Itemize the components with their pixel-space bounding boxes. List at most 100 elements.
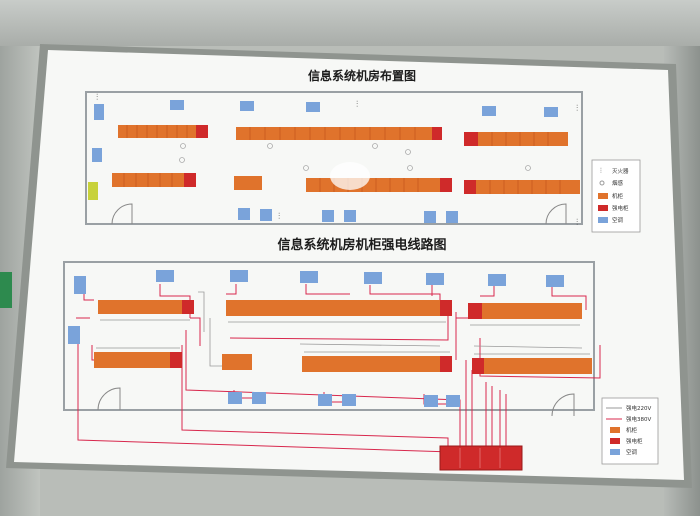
ac-unit bbox=[240, 101, 254, 111]
ac-unit bbox=[260, 209, 272, 221]
legend-swatch-cabinet bbox=[598, 193, 608, 199]
main-power-cabinet bbox=[439, 445, 523, 471]
power-cabinet bbox=[440, 356, 452, 372]
legend-swatch-power-cabinet bbox=[598, 205, 608, 211]
ac-unit bbox=[446, 211, 458, 223]
room-outline-bottom bbox=[63, 261, 595, 411]
ac-unit bbox=[68, 326, 80, 344]
power-cabinet bbox=[440, 178, 452, 192]
ac-unit bbox=[306, 102, 320, 112]
legend-label: 灭火器 bbox=[612, 168, 629, 175]
cabinet-row bbox=[112, 173, 196, 187]
ac-unit bbox=[544, 107, 558, 117]
legend-label: 强电柜 bbox=[626, 437, 643, 445]
power-cabinet bbox=[464, 132, 478, 146]
door-left bbox=[97, 387, 121, 411]
cabinet-slots bbox=[123, 125, 561, 194]
power-cabinet bbox=[184, 173, 196, 187]
door-left bbox=[111, 203, 133, 225]
cabinet-row bbox=[464, 180, 580, 194]
ceiling bbox=[0, 0, 700, 46]
power-cabinet bbox=[432, 127, 442, 140]
extinguisher-icon: ⫶ bbox=[576, 103, 578, 114]
legend-swatch-cabinet bbox=[610, 427, 620, 433]
door-right bbox=[551, 393, 575, 417]
board-face bbox=[14, 50, 684, 480]
ac-unit bbox=[482, 106, 496, 116]
legend-swatch-ac bbox=[598, 217, 608, 223]
ac-unit bbox=[238, 208, 250, 220]
cabinet-row bbox=[306, 178, 452, 192]
ac-unit bbox=[228, 392, 242, 404]
legend-label: 空调 bbox=[626, 448, 638, 456]
power-panel bbox=[88, 182, 98, 200]
cabinet-row bbox=[302, 356, 452, 372]
power-cabinet bbox=[182, 300, 194, 314]
cabinet-row bbox=[234, 176, 262, 190]
exit-sign-strip bbox=[0, 272, 12, 308]
ac-unit bbox=[424, 395, 438, 407]
power-cabinet bbox=[468, 303, 482, 319]
cabinet-row bbox=[236, 127, 442, 140]
breaker-ticks bbox=[96, 319, 590, 355]
title-bottom: 信息系统机房机柜强电线路图 bbox=[277, 237, 446, 253]
cabinet-row bbox=[464, 132, 568, 146]
ac-unit bbox=[94, 104, 104, 120]
cabinet-row bbox=[222, 354, 252, 370]
extinguisher-icon: ⫶ bbox=[356, 99, 358, 110]
cabinet-row bbox=[98, 300, 194, 314]
wiring-380v bbox=[198, 291, 583, 367]
ac-unit bbox=[488, 274, 506, 286]
cabinet-row bbox=[118, 125, 208, 138]
ac-unit bbox=[344, 210, 356, 222]
ac-unit bbox=[252, 392, 266, 404]
ac-unit bbox=[424, 211, 436, 223]
power-cabinet bbox=[440, 300, 452, 316]
legend-label: 强电380V bbox=[626, 415, 651, 423]
legend-label: 机柜 bbox=[626, 426, 638, 434]
ac-unit bbox=[446, 395, 460, 407]
legend-label: 烟感 bbox=[612, 179, 624, 187]
legend-label: 强电柜 bbox=[612, 204, 629, 212]
bottom-wiring-plan bbox=[63, 261, 601, 471]
door-right bbox=[545, 203, 567, 225]
ac-unit bbox=[342, 394, 356, 406]
ac-unit bbox=[300, 271, 318, 283]
power-cabinet bbox=[464, 180, 476, 194]
cabinet-row bbox=[226, 300, 452, 316]
ac-unit bbox=[156, 270, 174, 282]
top-floor-plan: ⫶ ⫶ ⫶ ⫶ ⫶ bbox=[85, 91, 583, 228]
ac-unit bbox=[230, 270, 248, 282]
smoke-detectors bbox=[179, 143, 531, 171]
legend-bottom: 强电220V 强电380V 机柜 强电柜 空调 bbox=[601, 397, 659, 465]
ac-unit bbox=[74, 276, 86, 294]
cabinet-row bbox=[472, 358, 592, 374]
extinguisher-icon: ⫶ bbox=[96, 92, 98, 103]
power-cabinet bbox=[472, 358, 484, 374]
ac-unit bbox=[546, 275, 564, 287]
legend-label: 强电220V bbox=[626, 404, 651, 412]
main-power-cabinet-slots bbox=[459, 448, 501, 468]
ac-unit bbox=[170, 100, 184, 110]
power-cabinet bbox=[170, 352, 182, 368]
ac-unit bbox=[322, 210, 334, 222]
extinguisher-icon: ⫶ bbox=[278, 211, 280, 222]
extinguisher-icon: ⫶ bbox=[576, 217, 578, 228]
legend-label: 机柜 bbox=[612, 192, 624, 200]
ac-unit bbox=[92, 148, 102, 162]
legend-top: ⫶ 灭火器 烟感 机柜 强电柜 空调 bbox=[591, 159, 641, 233]
room-outline-top bbox=[85, 91, 583, 225]
title-top: 信息系统机房布置图 bbox=[308, 68, 416, 83]
legend-label: 空调 bbox=[612, 216, 624, 224]
ac-unit bbox=[426, 273, 444, 285]
legend-swatch-ac bbox=[610, 449, 620, 455]
smoke-detector-icon bbox=[599, 180, 605, 186]
legend-swatch-power-cabinet bbox=[610, 438, 620, 444]
extinguisher-icon: ⫶ bbox=[600, 167, 602, 175]
ac-unit bbox=[318, 394, 332, 406]
ac-unit bbox=[364, 272, 382, 284]
power-cabinet bbox=[196, 125, 208, 138]
cabinet-row bbox=[468, 303, 582, 319]
light-glare bbox=[330, 162, 370, 190]
